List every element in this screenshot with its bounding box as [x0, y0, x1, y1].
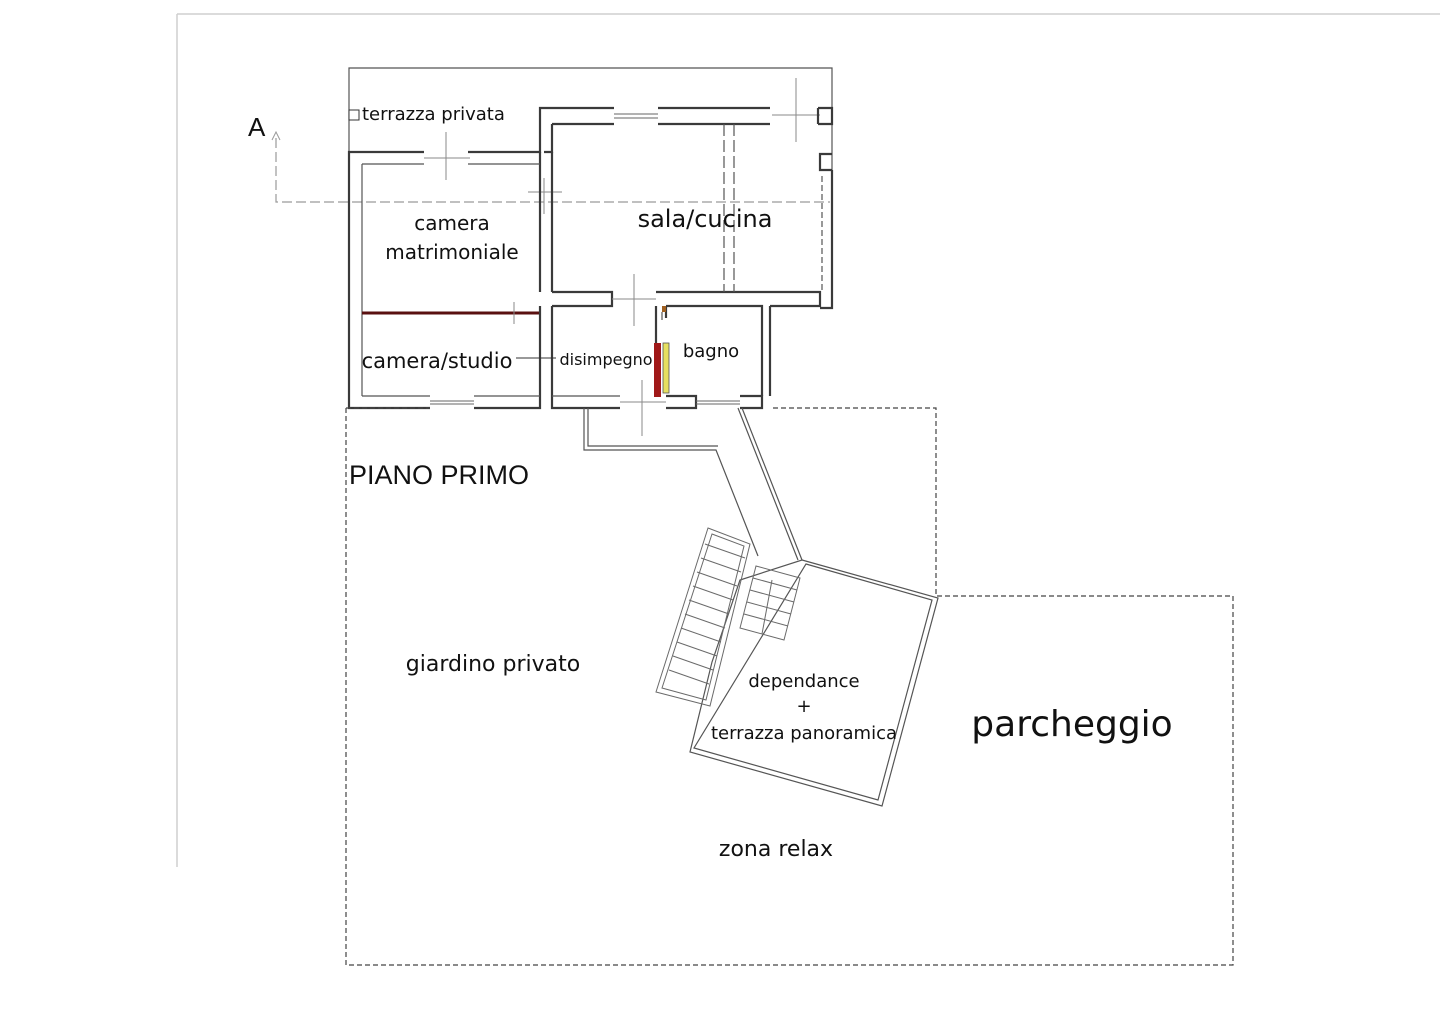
lot-outline [345, 407, 1234, 966]
room-label-master-bedroom-1: camera [414, 211, 490, 235]
area-label-parking: parcheggio [971, 704, 1172, 745]
area-label-garden: giardino privato [406, 652, 580, 677]
section-line [271, 130, 830, 203]
room-label-master-bedroom-2: matrimoniale [385, 240, 518, 264]
area-label-annex-2: terrazza panoramica [711, 723, 897, 744]
section-marker: A [248, 112, 266, 142]
annex-building [689, 559, 939, 807]
house-walls [347, 106, 834, 436]
room-label-living-kitchen: sala/cucina [638, 205, 773, 233]
stairs-right [739, 565, 801, 641]
room-label-hallway: disimpegno [559, 350, 652, 369]
stairs-left [655, 527, 751, 707]
area-label-relax: zona relax [719, 837, 833, 862]
terrace-outline [348, 67, 833, 300]
area-label-annex-plus: + [796, 696, 811, 717]
room-label-bathroom: bagno [683, 341, 739, 362]
area-label-annex-1: dependance [748, 671, 859, 692]
walkway [583, 407, 803, 561]
sheet-frame [176, 13, 1440, 867]
room-label-study: camera/studio [362, 349, 513, 373]
floor-title: PIANO PRIMO [349, 460, 529, 490]
room-label-terrace: terrazza privata [362, 104, 505, 125]
